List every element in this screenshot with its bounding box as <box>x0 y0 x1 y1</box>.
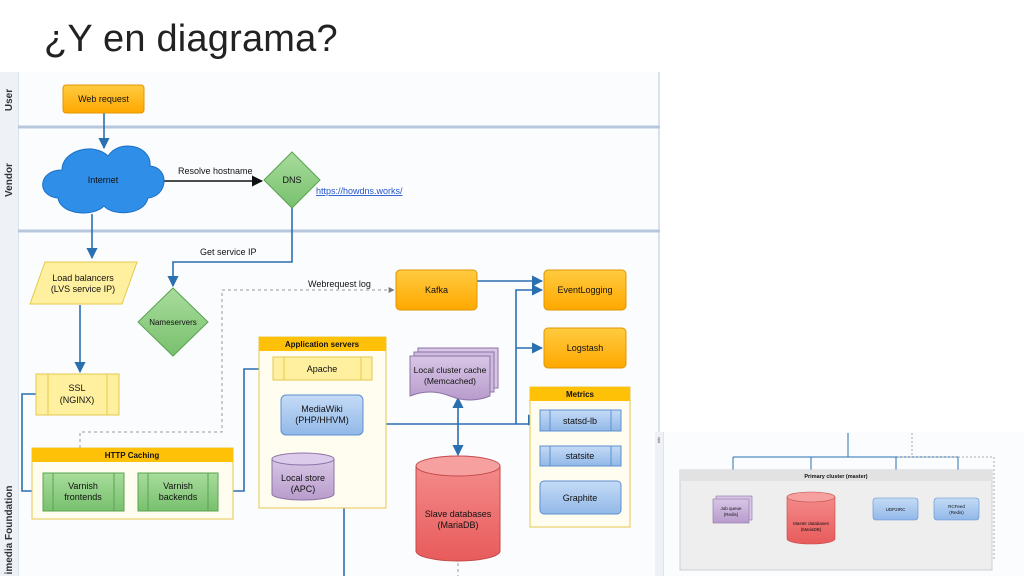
group-application-servers-label: Application servers <box>285 340 360 349</box>
node-varnish-backends-label-1: Varnish <box>163 481 193 491</box>
node-statsd-lb: statsd-lb <box>539 409 622 432</box>
node-local-store-label-2: (APC) <box>291 484 316 494</box>
node-local-store-label-1: Local store <box>281 473 325 483</box>
node-statsd-lb-label: statsd-lb <box>563 416 597 426</box>
edge-label-get-service-ip: Get service IP <box>200 247 257 257</box>
inset-node-master-db: Master databases (MariaDB) <box>786 491 836 545</box>
node-graphite-label: Graphite <box>563 493 598 503</box>
node-varnish-frontends-label-1: Varnish <box>68 481 98 491</box>
group-http-caching-label: HTTP Caching <box>105 451 160 460</box>
node-mediawiki: MediaWiki (PHP/HHVM) <box>280 394 364 436</box>
node-local-store: Local store (APC) <box>271 452 335 501</box>
inset-rcfeed-label-2: (Redis) <box>949 510 964 515</box>
node-mediawiki-label-1: MediaWiki <box>301 404 343 414</box>
lane-label-user: User <box>4 89 15 111</box>
node-ssl-label-2: (NGINX) <box>60 395 95 405</box>
inset-primary-cluster-label: Primary cluster (master) <box>804 474 867 480</box>
node-statsite-label: statsite <box>566 451 595 461</box>
node-slave-db-label-1: Slave databases <box>425 509 492 519</box>
node-cluster-cache-label-1: Local cluster cache <box>414 365 487 375</box>
node-web-request: Web request <box>62 84 145 114</box>
inset-node-job-queue: Job queue (Redis) <box>712 495 753 524</box>
node-graphite: Graphite <box>539 480 622 515</box>
node-cluster-cache-label-2: (Memcached) <box>424 376 476 386</box>
node-varnish-frontends: Varnish frontends <box>42 472 125 512</box>
inset-rcfeed-label-1: RCFeed <box>948 504 965 509</box>
node-load-balancers-label-1: Load balancers <box>52 273 114 283</box>
lane-label-foundation: imedia Foundation <box>4 486 15 575</box>
node-internet-label: Internet <box>88 175 119 185</box>
inset-diagram: kiki Primary cluster (master) Job queue … <box>655 432 1024 576</box>
node-slave-databases: Slave databases (MariaDB) <box>415 455 501 562</box>
node-load-balancers: Load balancers (LVS service IP) <box>29 261 138 305</box>
node-kafka: Kafka <box>395 269 478 311</box>
node-logstash: Logstash <box>543 327 627 369</box>
inset-node-rcfeed: RCFeed (Redis) <box>933 497 980 521</box>
group-metrics-label: Metrics <box>566 390 595 399</box>
node-apache-label: Apache <box>307 364 338 374</box>
inset-lane-label: kiki <box>656 437 661 443</box>
node-ssl-label-1: SSL <box>68 383 85 393</box>
edge-dns-nameservers <box>167 206 293 288</box>
inset-job-queue-label-1: Job queue <box>720 506 742 511</box>
node-dns: DNS <box>263 151 321 209</box>
node-statsite: statsite <box>539 445 622 467</box>
node-event-logging: EventLogging <box>543 269 627 311</box>
node-load-balancers-label-2: (LVS service IP) <box>51 284 115 294</box>
edge-bus-eventlogging <box>515 284 544 424</box>
inset-node-udp2irc: UDP2IRC <box>872 497 919 521</box>
slide-title: ¿Y en diagrama? <box>44 18 338 60</box>
node-nameservers: Nameservers <box>137 287 209 357</box>
node-logstash-label: Logstash <box>567 343 604 353</box>
inset-master-db-label-1: Master databases <box>793 521 830 526</box>
node-mediawiki-label-2: (PHP/HHVM) <box>295 415 349 425</box>
node-slave-db-label-2: (MariaDB) <box>437 520 478 530</box>
edge-label-webrequest-log: Webrequest log <box>308 279 371 289</box>
inset-master-db-label-2: (MariaDB) <box>801 527 822 532</box>
edge-label-resolve-hostname: Resolve hostname <box>178 166 253 176</box>
edge-webrequest-log <box>79 287 395 448</box>
node-apache: Apache <box>272 356 373 381</box>
node-internet: Internet <box>42 145 165 214</box>
node-local-cluster-cache: Local cluster cache (Memcached) <box>409 347 499 401</box>
main-diagram: User Vendor imedia Foundation <box>0 72 660 576</box>
inset-job-queue-label-2: (Redis) <box>724 512 739 517</box>
node-varnish-backends-label-2: backends <box>159 492 198 502</box>
node-kafka-label: Kafka <box>425 285 448 295</box>
node-nameservers-label: Nameservers <box>149 318 197 327</box>
node-ssl: SSL (NGINX) <box>35 373 120 416</box>
node-web-request-label: Web request <box>78 94 129 104</box>
node-dns-label: DNS <box>282 175 301 185</box>
inset-udp2irc-label: UDP2IRC <box>886 507 907 512</box>
node-event-logging-label: EventLogging <box>557 285 612 295</box>
node-varnish-frontends-label-2: frontends <box>64 492 102 502</box>
dns-link[interactable]: https://howdns.works/ <box>316 186 403 196</box>
lane-label-vendor: Vendor <box>4 163 15 197</box>
node-varnish-backends: Varnish backends <box>137 472 219 512</box>
